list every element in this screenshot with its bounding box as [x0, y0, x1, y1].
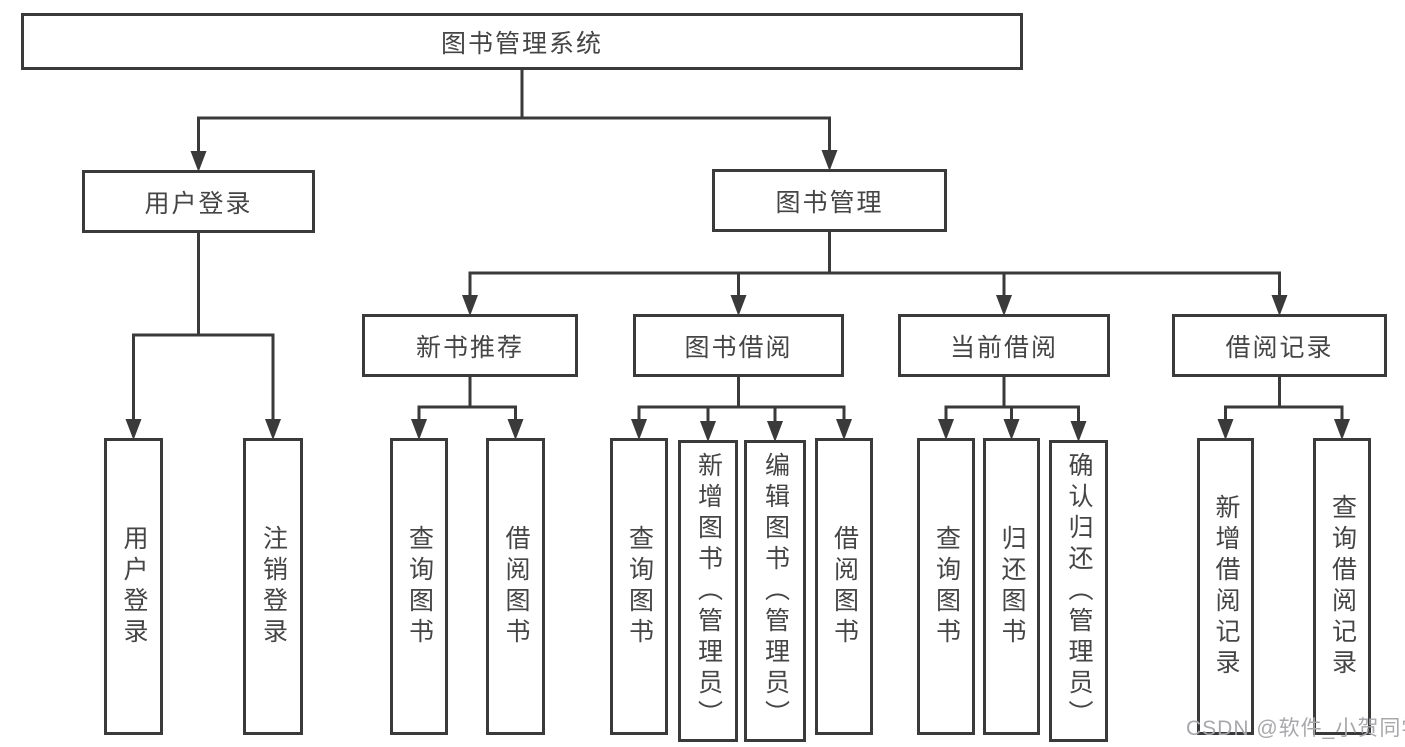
node-rec-query: 查询图书	[390, 438, 448, 735]
node-rec: 新书推荐	[362, 314, 578, 377]
arrow-down-icon	[1217, 419, 1234, 440]
arrow-down-icon	[938, 419, 954, 440]
node-record-query: 查询借阅记录	[1313, 438, 1371, 735]
arrow-down-icon	[1003, 419, 1020, 440]
node-borrow-query: 查询图书	[610, 438, 668, 735]
node-root: 图书管理系统	[21, 13, 1023, 70]
arrow-down-icon	[996, 295, 1012, 316]
node-borrow: 图书借阅	[633, 314, 844, 377]
node-current-confirm: 确认归还（管理员）	[1049, 440, 1108, 742]
arrow-down-icon	[700, 421, 716, 442]
arrow-down-icon	[190, 151, 207, 172]
node-borrow-borrow: 借阅图书	[815, 438, 873, 735]
arrow-down-icon	[462, 295, 478, 316]
node-current-return: 归还图书	[983, 438, 1040, 735]
arrow-down-icon	[631, 419, 647, 440]
watermark: CSDN @软件_小贺同学	[1186, 717, 1405, 740]
arrow-down-icon	[1334, 419, 1350, 440]
arrow-down-icon	[836, 419, 852, 440]
arrow-down-icon	[125, 419, 142, 440]
arrow-down-icon	[411, 419, 427, 440]
node-login-user: 用户登录	[104, 438, 163, 735]
arrow-down-icon	[730, 295, 747, 316]
node-mgmt: 图书管理	[712, 169, 947, 232]
node-current: 当前借阅	[898, 314, 1110, 377]
arrow-down-icon	[821, 150, 838, 171]
node-rec-borrow: 借阅图书	[486, 438, 545, 735]
node-borrow-edit: 编辑图书（管理员）	[744, 440, 806, 742]
node-record: 借阅记录	[1172, 314, 1387, 377]
arrow-down-icon	[265, 419, 281, 440]
node-record-add: 新增借阅记录	[1197, 438, 1254, 735]
node-borrow-add: 新增图书（管理员）	[678, 440, 738, 742]
arrow-down-icon	[767, 421, 783, 442]
arrow-down-icon	[1271, 295, 1288, 316]
node-login-logout: 注销登录	[243, 438, 303, 735]
node-login: 用户登录	[82, 170, 315, 233]
arrow-down-icon	[1070, 421, 1087, 442]
node-current-query: 查询图书	[917, 438, 975, 735]
arrow-down-icon	[507, 419, 524, 440]
